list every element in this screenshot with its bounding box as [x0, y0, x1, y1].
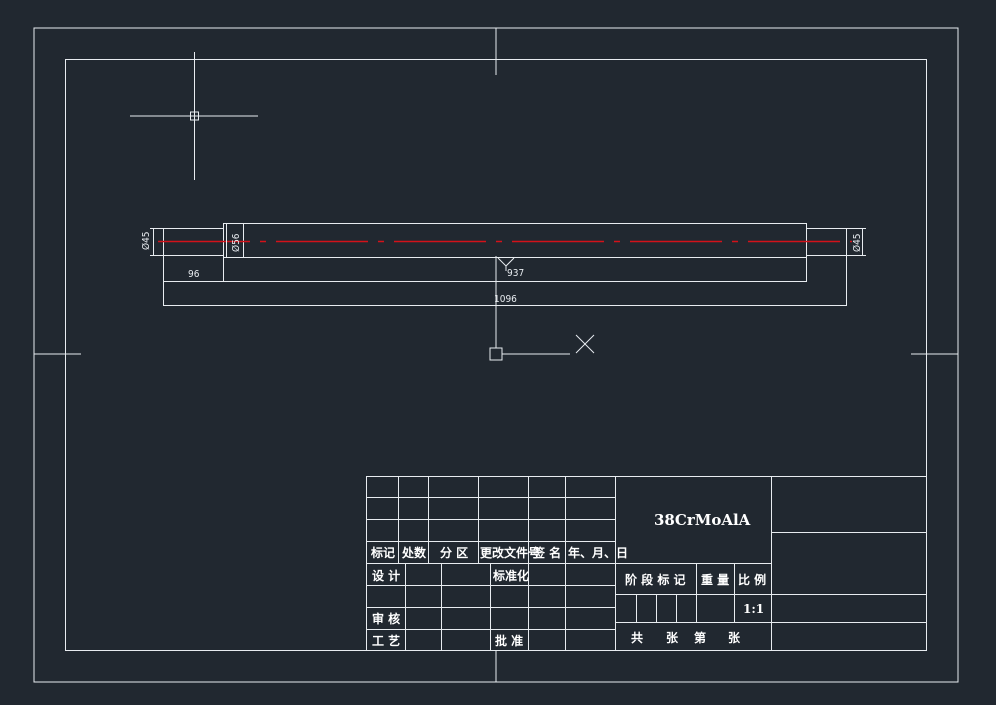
dimension-text: Ø45: [140, 231, 152, 250]
title-block[interactable]: 38CrMoAlA 标记 处数 分 区 更改文件号 签 名 年、月、日 设 计 …: [366, 476, 927, 651]
dimension-text: 1096: [494, 294, 517, 305]
dimension-text: Ø45: [851, 233, 863, 252]
ucs-icon: [489, 256, 595, 361]
weight-label: 重 量: [701, 572, 729, 587]
sheet-outer-border: [33, 27, 959, 683]
standard-label: 标准化: [492, 568, 529, 583]
material-name: 38CrMoAlA: [654, 511, 751, 529]
rev-count-label: 处数: [401, 545, 427, 560]
approve-label: 批 准: [495, 633, 523, 648]
rev-date-label: 年、月、日: [568, 545, 628, 560]
dimension-text: Ø56: [230, 233, 242, 252]
scale-label: 比 例: [738, 572, 766, 587]
review-label: 审 核: [372, 611, 400, 626]
shaft-part[interactable]: [163, 223, 847, 258]
rev-mark-label: 标记: [370, 545, 395, 560]
sheet-of-label: 第: [694, 630, 706, 645]
sheet-unit-label: 张: [666, 630, 679, 645]
design-label: 设 计: [372, 568, 400, 583]
dimension-text: 96: [188, 269, 200, 280]
crosshair-cursor-icon: [130, 52, 258, 180]
dimension-length-total[interactable]: 1096: [163, 256, 847, 306]
dimension-length-mid[interactable]: 937: [223, 258, 807, 282]
scale-value: 1:1: [743, 602, 764, 616]
rev-zone-label: 分 区: [440, 545, 468, 560]
shaft-body[interactable]: [223, 223, 807, 258]
rev-doc-label: 更改文件号: [480, 545, 540, 560]
sheet-unit-label: 张: [728, 630, 741, 645]
process-label: 工 艺: [372, 633, 400, 648]
dimension-text: 937: [507, 268, 524, 279]
sheet-total-label: 共: [631, 630, 643, 645]
centering-marks: [34, 28, 958, 682]
dimension-length-left[interactable]: 96: [163, 256, 224, 306]
dimension-dia-right[interactable]: Ø45: [847, 228, 866, 256]
dimension-dia-left[interactable]: Ø45: [140, 228, 163, 256]
surface-roughness-icon: [497, 257, 515, 271]
dimension-dia-mid[interactable]: Ø56: [226, 223, 243, 258]
rev-sign-label: 签 名: [532, 545, 561, 560]
stage-mark-label: 阶 段 标 记: [625, 572, 686, 587]
